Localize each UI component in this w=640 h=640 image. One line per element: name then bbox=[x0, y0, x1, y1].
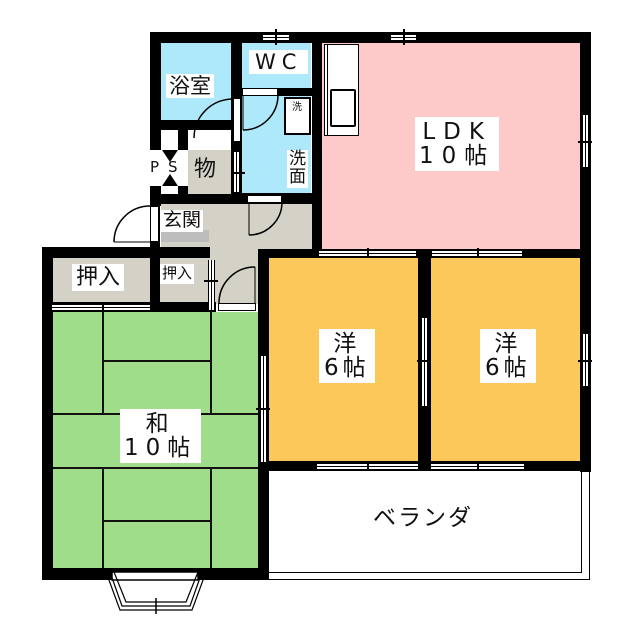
washing-machine-label: 洗 bbox=[292, 102, 302, 113]
wc-door-swing-icon bbox=[242, 94, 279, 131]
window-tick bbox=[477, 461, 479, 471]
closet-large-label: 押入 bbox=[72, 264, 125, 292]
bath-label: 浴室 bbox=[166, 74, 214, 99]
washroom-door-swing-icon bbox=[248, 201, 283, 236]
washroom-label: 洗 面 bbox=[287, 149, 308, 188]
tatami-line bbox=[53, 467, 259, 469]
balcony-label: ベランダ bbox=[373, 505, 473, 531]
tatami-line bbox=[210, 467, 212, 568]
window-tick bbox=[275, 29, 277, 45]
tatami-line bbox=[210, 312, 212, 413]
wall-left-outer bbox=[42, 247, 53, 580]
wall-storage-bottom bbox=[150, 194, 242, 204]
tatami-line bbox=[102, 312, 104, 413]
balcony-inner-rail bbox=[267, 470, 582, 573]
wall-closet-top bbox=[42, 247, 210, 258]
window-tick bbox=[403, 29, 405, 45]
tatami-line bbox=[102, 520, 210, 522]
japanese-room-door-panel[interactable] bbox=[218, 303, 256, 311]
storage-floor bbox=[188, 150, 231, 194]
window-tick bbox=[231, 172, 245, 174]
window-tick bbox=[578, 141, 592, 143]
closet-large-sliding-door[interactable] bbox=[52, 304, 150, 311]
window-tick bbox=[477, 248, 479, 258]
entrance-label: 玄関 bbox=[161, 209, 204, 232]
ps-label: PS bbox=[150, 158, 187, 176]
window-tick bbox=[367, 461, 369, 471]
entrance-door-panel[interactable] bbox=[150, 206, 159, 242]
wall-western-bottom bbox=[258, 461, 591, 471]
closet-small-label: 押入 bbox=[160, 264, 195, 284]
door-western-divider[interactable] bbox=[421, 318, 428, 406]
closet-small-sliding-door[interactable] bbox=[208, 260, 215, 310]
japanese-door-swing-icon bbox=[218, 266, 256, 304]
wall-ldk-left bbox=[312, 32, 322, 258]
tatami-line bbox=[102, 467, 104, 568]
ps-cross-icon bbox=[162, 150, 178, 186]
wall-left-wet bbox=[150, 32, 161, 150]
window-tick bbox=[578, 360, 592, 362]
washing-machine-spot bbox=[284, 97, 311, 135]
entrance-step bbox=[161, 230, 209, 242]
kitchen-counter-edge bbox=[327, 44, 328, 136]
bath-door-panel[interactable] bbox=[233, 98, 241, 142]
wall-top-ldk bbox=[312, 32, 591, 43]
tatami-line bbox=[102, 360, 210, 362]
western-room-2-label: 洋 6帖 bbox=[480, 329, 536, 384]
window-tick bbox=[367, 248, 369, 258]
balcony-outline bbox=[267, 470, 590, 580]
bay-window-icon bbox=[105, 572, 207, 614]
western-room-1-label: 洋 6帖 bbox=[319, 329, 375, 384]
wc-label: WC bbox=[249, 50, 309, 75]
window-tick bbox=[204, 280, 218, 282]
wall-closet-divider bbox=[150, 247, 160, 312]
wc-door-panel[interactable] bbox=[242, 88, 278, 96]
window-tick bbox=[256, 408, 270, 410]
window-tick bbox=[417, 360, 431, 362]
wall-wc-bottom-right bbox=[282, 88, 312, 96]
japanese-room-label: 和 10帖 bbox=[120, 409, 202, 464]
bath-door-swing-icon bbox=[193, 98, 234, 139]
washroom-door-panel[interactable] bbox=[247, 195, 282, 203]
storage-label: 物 bbox=[194, 157, 217, 182]
ldk-label: LDK 10帖 bbox=[415, 117, 500, 172]
kitchen-sink-icon bbox=[330, 89, 356, 127]
entrance-door-swing-icon bbox=[113, 205, 151, 243]
window-tick bbox=[102, 302, 104, 312]
wall-washroom-bottom bbox=[242, 193, 322, 204]
